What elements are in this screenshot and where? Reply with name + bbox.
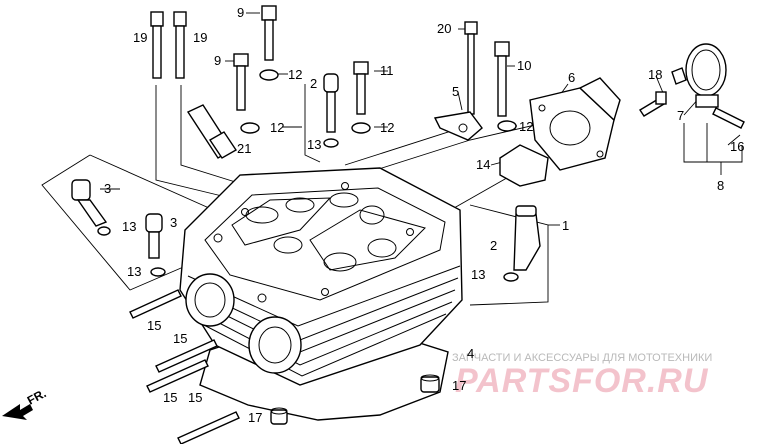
callout-15: 15 — [147, 318, 161, 333]
guide-top — [323, 73, 339, 148]
front-label: FR. — [25, 386, 49, 407]
callout-12: 12 — [380, 120, 394, 135]
callout-9: 9 — [214, 53, 221, 68]
guides-left — [71, 179, 166, 277]
watermark-tagline: ЗАПЧАСТИ И АКСЕССУАРЫ ДЛЯ МОТОТЕХНИКИ — [452, 352, 712, 364]
callout-18: 18 — [648, 67, 662, 82]
callout-7: 7 — [677, 108, 684, 123]
callout-5: 5 — [452, 84, 459, 99]
callout-15: 15 — [163, 390, 177, 405]
callout-9: 9 — [237, 5, 244, 20]
callout-13: 13 — [471, 267, 485, 282]
callout-13: 13 — [122, 219, 136, 234]
callout-12: 12 — [288, 67, 302, 82]
guide-right — [503, 205, 541, 282]
callout-19: 19 — [193, 30, 207, 45]
cylinder-head — [179, 167, 463, 421]
callout-1: 1 — [562, 218, 569, 233]
callout-8: 8 — [717, 178, 724, 193]
callout-20: 20 — [437, 21, 451, 36]
callout-12: 12 — [519, 119, 533, 134]
front-direction-marker: FR. — [2, 386, 48, 420]
callout-4: 4 — [467, 346, 474, 361]
bolts-19 — [150, 11, 187, 79]
callout-3: 3 — [104, 181, 111, 196]
callout-16: 16 — [730, 139, 744, 154]
intake-manifold — [529, 77, 621, 171]
bolt-20-10 — [464, 21, 517, 132]
callout-3: 3 — [170, 215, 177, 230]
clamp — [671, 43, 745, 129]
callout-21: 21 — [237, 141, 251, 156]
callout-15: 15 — [173, 331, 187, 346]
callout-17: 17 — [452, 378, 466, 393]
callout-11: 11 — [380, 63, 394, 78]
callout-19: 19 — [133, 30, 147, 45]
callout-13: 13 — [307, 137, 321, 152]
bolts-9 — [233, 5, 279, 134]
callout-15: 15 — [188, 390, 202, 405]
bolt-11 — [351, 61, 371, 134]
bolt-18 — [639, 91, 667, 117]
callout-2: 2 — [490, 238, 497, 253]
gasket-14 — [499, 144, 549, 187]
callout-6: 6 — [568, 70, 575, 85]
callouts: 19 19 9 9 12 12 12 12 2 2 11 13 13 13 13… — [104, 5, 744, 425]
callout-2: 2 — [310, 76, 317, 91]
watermark-brand: PARTSFOR.RU — [455, 362, 709, 400]
callout-17: 17 — [248, 410, 262, 425]
studs — [129, 289, 240, 444]
dowel-pins — [270, 374, 440, 425]
callout-14: 14 — [476, 157, 490, 172]
callout-12: 12 — [270, 120, 284, 135]
callout-13: 13 — [127, 264, 141, 279]
callout-10: 10 — [517, 58, 531, 73]
spark-plug — [186, 104, 237, 159]
bracket-5 — [433, 111, 483, 141]
leader-lines — [41, 12, 743, 306]
